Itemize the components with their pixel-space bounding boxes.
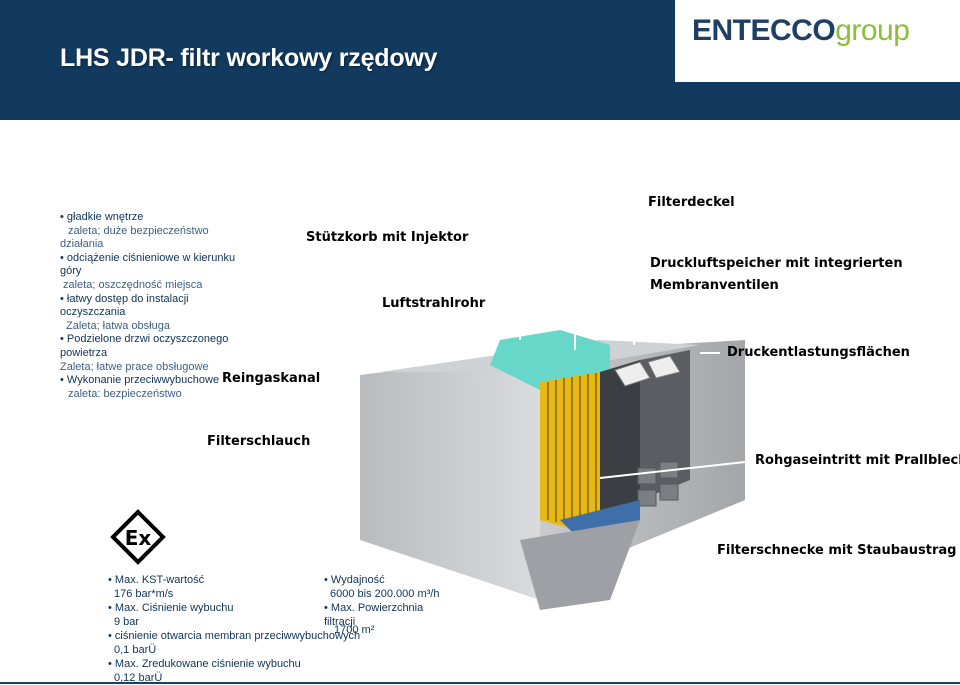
- feature-line: gładkie wnętrze: [60, 211, 300, 225]
- spec-value: 1700 m²: [334, 624, 375, 636]
- spec-label: • ciśnienie otwarcia membran przeciwwybu…: [108, 630, 361, 642]
- spec-value: 6000 bis 200.000 m³/h: [330, 588, 440, 600]
- spec-label: • Max. Ciśnienie wybuchu: [108, 602, 234, 614]
- feature-line: Podzielone drzwi oczyszczonego: [60, 333, 300, 347]
- spec-value: 176 bar*m/s: [114, 588, 174, 600]
- spec-label: • Max. Powierzchnia: [324, 602, 424, 614]
- logo-box: [675, 0, 960, 82]
- spec-value: 9 bar: [114, 616, 140, 628]
- footer-line: [0, 682, 960, 684]
- feature-line: powietrza: [60, 346, 108, 359]
- label-filterschnecke: Filterschnecke mit Staubaustrag: [717, 543, 957, 558]
- specs-left: • Max. KST-wartość 176 bar*m/s • Max. Ci…: [108, 573, 360, 685]
- label-rohgaseintritt: Rohgaseintritt mit Prallblech: [755, 453, 960, 468]
- label-luftstrahlrohr: Luftstrahlrohr: [382, 296, 486, 311]
- feature-line: zaleta; oszczędność miejsca: [63, 278, 203, 291]
- label-stuetzkorb: Stützkorb mit Injektor: [306, 230, 469, 245]
- ex-icon: Ex: [110, 509, 166, 565]
- feature-line: Zaleta; łatwe prace obsługowe: [60, 360, 209, 373]
- label-filterschlauch: Filterschlauch: [207, 434, 311, 449]
- feature-line: łatwy dostęp do instalacji: [60, 293, 300, 307]
- feature-line: Wykonanie przeciwwybuchowe: [60, 374, 300, 388]
- injector-top: [490, 330, 610, 390]
- spec-label: • Max. KST-wartość: [108, 574, 205, 586]
- feature-list: gładkie wnętrze zaleta; duże bezpieczeńs…: [60, 211, 300, 401]
- slide-title: LHS JDR- filtr workowy rzędowy: [60, 44, 438, 72]
- specs-right: • Wydajność 6000 bis 200.000 m³/h • Max.…: [324, 573, 439, 637]
- company-logo: ENTECCOgroup: [692, 14, 910, 47]
- feature-line: oczyszczania: [60, 306, 126, 319]
- feature-line: Zaleta; łatwa obsługa: [66, 319, 170, 332]
- label-reingaskanal: Reingaskanal: [222, 371, 321, 386]
- svg-text:Ex: Ex: [125, 526, 152, 550]
- label-druckentlastung: Druckentlastungsflächen: [727, 345, 910, 360]
- filter-bags: [540, 372, 600, 530]
- feature-line: zaleta: bezpieczeństwo: [68, 387, 182, 400]
- spec-label: • Wydajność: [324, 574, 385, 586]
- spec-value: 0,12 barÜ: [114, 672, 163, 684]
- feature-line: odciążenie ciśnieniowe w kierunku: [60, 252, 300, 266]
- feature-line: góry: [60, 265, 82, 278]
- label-filterdeckel: Filterdeckel: [648, 195, 735, 210]
- spec-value: 0,1 barÜ: [114, 644, 157, 656]
- label-membranventilen: Membranventilen: [650, 278, 779, 293]
- label-druckluftspeicher: Druckluftspeicher mit integrierten: [650, 256, 903, 271]
- spec-value: filtracji: [324, 616, 356, 628]
- spec-label: • Max. Zredukowane ciśnienie wybuchu: [108, 658, 301, 670]
- feature-line: zaleta; duże bezpieczeństwo: [68, 224, 209, 237]
- feature-line: działania: [60, 238, 104, 251]
- housing-left-wall: [360, 352, 540, 600]
